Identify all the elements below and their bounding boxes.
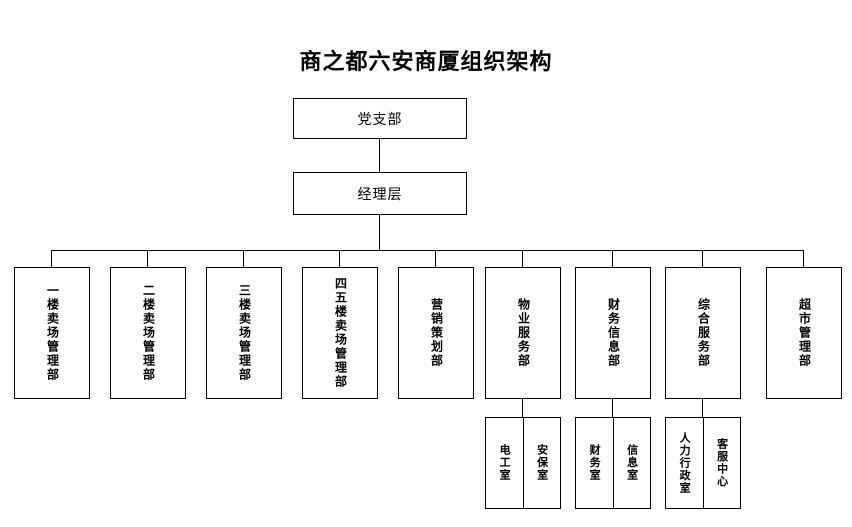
node-management[interactable]: 经理层 <box>293 172 467 215</box>
node-floor1-sales[interactable]: 一楼卖场管理部 <box>14 267 90 399</box>
node-finance-room[interactable]: 财务室 <box>576 418 613 508</box>
node-information-room[interactable]: 信息室 <box>613 418 650 508</box>
connector-bus-to-finance-info <box>612 250 614 267</box>
node-information-room-label: 信息室 <box>625 444 639 482</box>
node-supermarket-mgmt[interactable]: 超市管理部 <box>766 267 842 399</box>
group-general-service-subs: 人力行政室 客服中心 <box>665 417 741 509</box>
node-hr-admin-room[interactable]: 人力行政室 <box>666 418 703 508</box>
node-floor1-sales-label: 一楼卖场管理部 <box>45 284 60 382</box>
node-floor3-sales[interactable]: 三楼卖场管理部 <box>206 267 282 399</box>
group-property-service-subs: 电工室 安保室 <box>485 417 561 509</box>
connector-bus-to-property-service <box>522 250 524 267</box>
node-floor2-sales-label: 二楼卖场管理部 <box>141 284 156 382</box>
node-hr-admin-room-label: 人力行政室 <box>678 431 692 495</box>
node-floor2-sales[interactable]: 二楼卖场管理部 <box>110 267 186 399</box>
connector-finance-info-to-subs <box>612 399 614 417</box>
node-electrician-room[interactable]: 电工室 <box>486 418 523 508</box>
node-supermarket-mgmt-label: 超市管理部 <box>797 298 812 368</box>
node-marketing-planning-label: 营销策划部 <box>429 298 444 368</box>
node-party-branch-label: 党支部 <box>357 111 403 128</box>
node-general-service-label: 综合服务部 <box>696 298 711 368</box>
connector-bus-to-floor2-sales <box>147 250 149 267</box>
connector-bus-to-marketing-planning <box>435 250 437 267</box>
connector-bus-to-floor3-sales <box>243 250 245 267</box>
node-management-label: 经理层 <box>357 186 403 203</box>
node-marketing-planning[interactable]: 营销策划部 <box>398 267 474 399</box>
node-finance-room-label: 财务室 <box>588 444 602 482</box>
connector-management-to-bus <box>379 215 380 251</box>
node-floor45-sales[interactable]: 四五楼卖场管理部 <box>302 267 378 399</box>
group-finance-info-subs: 财务室 信息室 <box>575 417 651 509</box>
node-customer-service-center-label: 客服中心 <box>715 438 729 488</box>
node-electrician-room-label: 电工室 <box>498 444 512 482</box>
connector-horizontal-bus <box>52 250 804 251</box>
connector-bus-to-general-service <box>702 250 704 267</box>
connector-bus-to-floor1-sales <box>51 250 53 267</box>
connector-property-service-to-subs <box>522 399 524 417</box>
node-finance-info-label: 财务信息部 <box>606 298 621 368</box>
node-property-service-label: 物业服务部 <box>516 298 531 368</box>
node-floor45-sales-label: 四五楼卖场管理部 <box>333 277 348 389</box>
connector-bus-to-supermarket-mgmt <box>803 250 805 267</box>
node-customer-service-center[interactable]: 客服中心 <box>703 418 740 508</box>
node-general-service[interactable]: 综合服务部 <box>665 267 741 399</box>
connector-general-service-to-subs <box>702 399 704 417</box>
node-property-service[interactable]: 物业服务部 <box>485 267 561 399</box>
connector-party-to-management <box>379 139 380 172</box>
node-security-room-label: 安保室 <box>535 444 549 482</box>
node-party-branch[interactable]: 党支部 <box>293 98 467 139</box>
connector-bus-to-floor45-sales <box>339 250 341 267</box>
node-finance-info[interactable]: 财务信息部 <box>575 267 651 399</box>
page-title: 商之都六安商厦组织架构 <box>299 49 553 75</box>
node-floor3-sales-label: 三楼卖场管理部 <box>237 284 252 382</box>
node-security-room[interactable]: 安保室 <box>523 418 560 508</box>
